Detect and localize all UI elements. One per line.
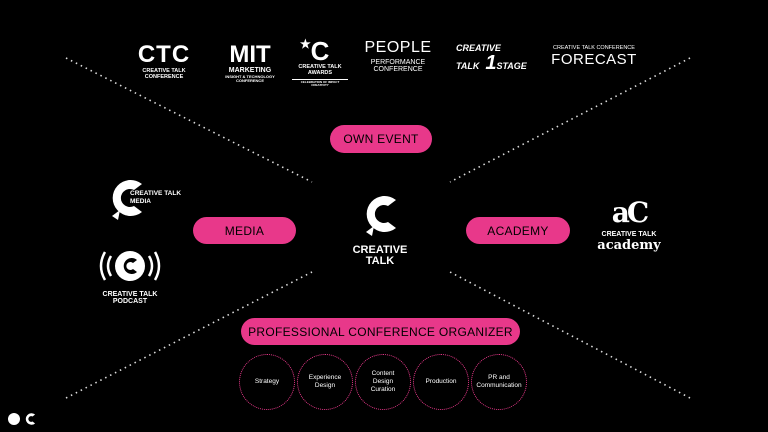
center-line2: TALK <box>365 255 395 268</box>
people-title: PEOPLE <box>364 39 432 56</box>
service-label: Design <box>314 382 336 389</box>
awards-logo: ★ C CREATIVE TALK AWARDS CELEBRATION OF … <box>292 36 348 87</box>
center-line1: CREATIVE <box>352 243 408 256</box>
service-label: Strategy <box>254 377 280 385</box>
ctc-title: CTC <box>137 41 191 68</box>
service-production: Production <box>413 354 469 410</box>
creative-talk-podcast-logo: CREATIVE TALK PODCAST <box>92 246 168 305</box>
media-logo-line2: MEDIA <box>130 197 151 205</box>
ctc-logo: CTC CREATIVE TALK CONFERENCE <box>128 42 200 81</box>
podcast-icon <box>99 251 161 281</box>
mit-line3: CONFERENCE <box>235 77 264 83</box>
star-icon: ★ <box>300 37 311 51</box>
creative-talk-media-logo: CREATIVE TALK MEDIA <box>104 174 194 222</box>
creative-talk-center-logo: CREATIVE TALK <box>342 190 418 268</box>
academy-line1: CREATIVE TALK <box>601 231 657 239</box>
stage-line1: CREATIVE <box>456 43 501 53</box>
c-logo-icon <box>112 180 142 220</box>
service-label: Curation <box>370 386 396 394</box>
people-line2: CONFERENCE <box>373 66 423 74</box>
mit-logo: MIT MARKETING INSIGHT & TECHNOLOGY CONFE… <box>218 42 282 83</box>
awards-line1: CREATIVE TALK <box>298 64 342 71</box>
creative-talk-academy-logo: aC CREATIVE TALK academy <box>588 198 670 252</box>
footer-brand-marks <box>8 410 44 428</box>
forecast-line1: CREATIVE TALK CONFERENCE <box>553 45 635 51</box>
academy-pill: ACADEMY <box>466 217 570 244</box>
service-label: Experience <box>308 373 342 381</box>
media-logo-line1: CREATIVE TALK <box>130 190 182 197</box>
mit-line2: INSIGHT & TECHNOLOGY <box>225 73 275 79</box>
service-label: Content <box>371 369 395 377</box>
mit-title: MIT <box>229 41 271 68</box>
service-label: Communication <box>476 382 522 389</box>
awards-mark: ★ C <box>292 36 348 66</box>
service-pr-communication: PR and Communication <box>471 354 527 410</box>
media-pill: MEDIA <box>193 217 296 244</box>
c-logo-icon <box>366 196 396 236</box>
academy-mark: aC <box>611 196 649 229</box>
ctc-line2: CONFERENCE <box>144 73 184 80</box>
mit-line1: MARKETING <box>228 67 272 75</box>
service-experience-design: Experience Design <box>297 354 353 410</box>
awards-line3: CELEBRATION OF IMPACT CREATIVITY <box>292 78 348 87</box>
forecast-title: FORECAST <box>551 50 637 68</box>
c-logo-icon <box>25 413 36 425</box>
stage-word: STAGE <box>496 61 527 71</box>
podcast-line2: PODCAST <box>112 298 148 306</box>
podcast-line1: CREATIVE TALK <box>102 290 158 298</box>
service-label: Production <box>425 377 457 385</box>
brand-dot-icon <box>8 413 20 425</box>
own-event-pill: OWN EVENT <box>330 125 432 153</box>
stage-logo: CREATIVE TALK 1 STAGE <box>456 43 536 74</box>
service-label: Design <box>372 377 394 385</box>
service-strategy: Strategy <box>239 354 295 410</box>
pco-pill: PROFESSIONAL CONFERENCE ORGANIZER <box>241 318 520 345</box>
forecast-logo: CREATIVE TALK CONFERENCE FORECAST <box>546 45 642 68</box>
service-label: PR and <box>488 373 510 381</box>
stage-number: 1 <box>485 52 497 74</box>
academy-line2: academy <box>597 237 661 253</box>
awards-c: C <box>310 36 330 66</box>
service-content-design-curation: Content Design Curation <box>355 354 411 410</box>
stage-line2: TALK <box>456 61 480 71</box>
awards-line2: AWARDS <box>307 70 333 77</box>
people-line1: PERFORMANCE <box>370 58 426 66</box>
ctc-line1: CREATIVE TALK <box>142 68 186 75</box>
people-logo: PEOPLE PERFORMANCE CONFERENCE <box>360 39 436 74</box>
